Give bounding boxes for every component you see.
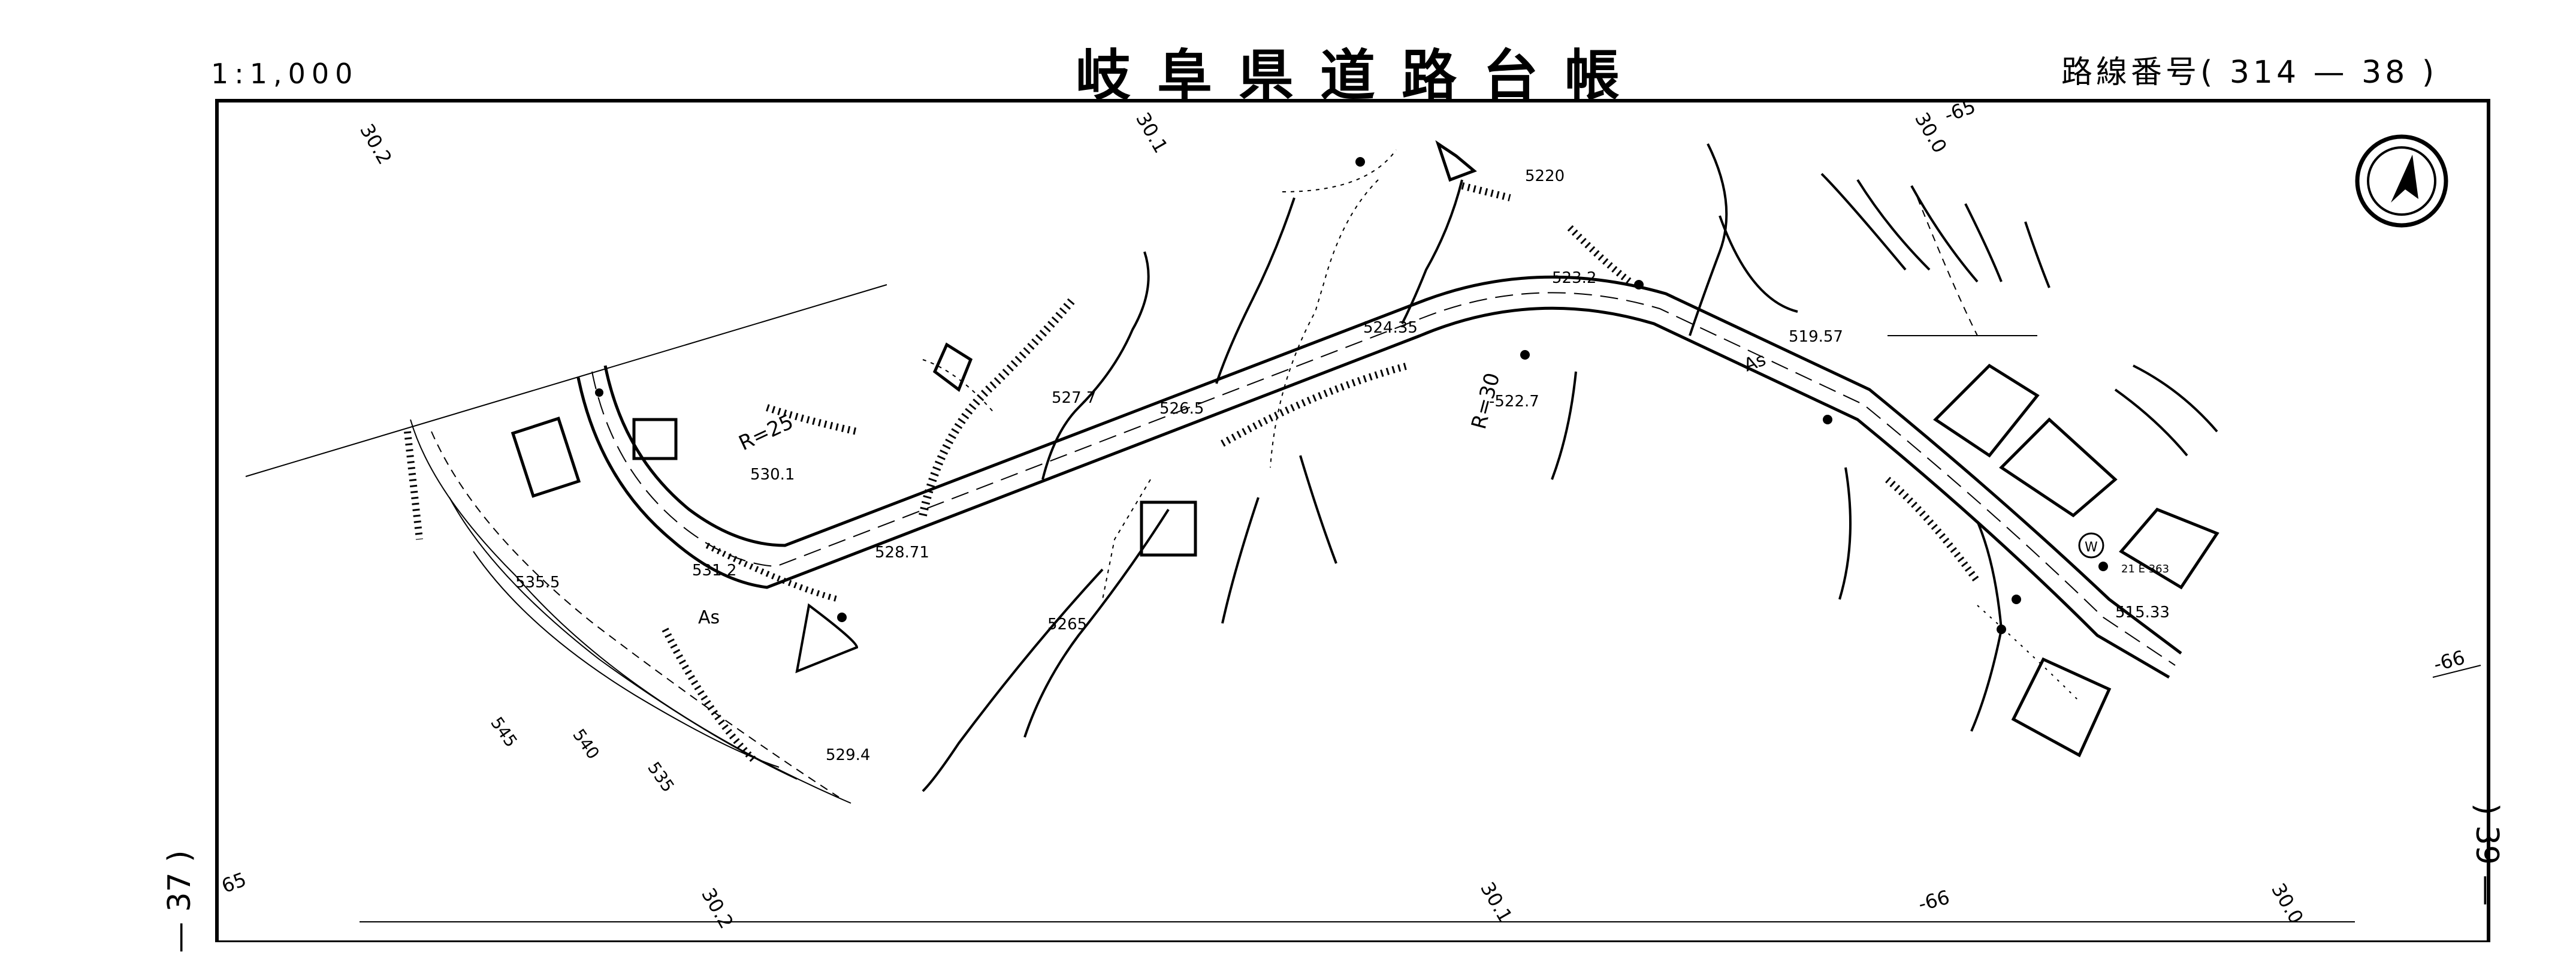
- curve-radius-r25: R=25: [735, 410, 797, 456]
- misc-labels: W 21 E 363: [2085, 540, 2169, 575]
- grid-label-bottom-66: -66: [1916, 885, 1952, 915]
- terrain-lines: [245, 149, 2481, 804]
- elevation-label: 5265: [1047, 616, 1087, 634]
- contour-label-540: 540: [569, 725, 603, 763]
- contour-label-535: 535: [644, 758, 678, 796]
- elevation-label: 526.5: [1159, 400, 1204, 418]
- slope-hachures: [404, 182, 1980, 764]
- buildings: [511, 140, 2219, 758]
- elevation-label: 535.5: [515, 574, 560, 592]
- elevation-label: 515.33: [2115, 604, 2170, 622]
- water-symbol-label: W: [2085, 540, 2098, 555]
- slope-hatching: [922, 143, 2218, 792]
- map-title: 岐阜県道路台帳: [1076, 44, 1647, 108]
- building-reference: 21 E 363: [2121, 563, 2169, 575]
- grid-label-bottom-300: 30.0: [2267, 879, 2308, 928]
- road-alignment: [576, 275, 2182, 679]
- map-scale: 1:1,000: [211, 58, 359, 90]
- grid-label-bottom-302: 30.2: [697, 884, 738, 933]
- elevation-label: 523.2: [1552, 269, 1596, 287]
- elevation-labels: 5220 523.2 524.35 519.57 527.7 526.5 -52…: [515, 167, 2170, 764]
- grid-label-left-65: 65: [219, 868, 249, 898]
- curve-labels: R=25 R=30: [735, 370, 1505, 456]
- elevation-label: 528.71: [875, 544, 929, 562]
- map-frame: [215, 99, 2490, 942]
- contour-label-545: 545: [487, 713, 521, 751]
- pavement-mark: As: [1741, 349, 1769, 376]
- elevation-label: 531.2: [692, 562, 736, 580]
- elevation-label: 530.1: [750, 466, 795, 484]
- grid-label-top-302: 30.2: [355, 120, 397, 168]
- elevation-label: -522.7: [1489, 393, 1539, 411]
- grid-label-top-301: 30.1: [1131, 108, 1173, 157]
- elevation-label: 524.35: [1363, 319, 1418, 337]
- elevation-label: 519.57: [1789, 328, 1843, 346]
- utility-points: [595, 157, 2108, 634]
- grid-labels: 30.2 30.1 30.0 -65 30.2 30.1 30.0 -66 65…: [219, 95, 2468, 933]
- grid-label-bottom-301: 30.1: [1476, 878, 1517, 927]
- contour-labels: 545 540 535: [487, 713, 678, 796]
- elevation-label: 5220: [1525, 167, 1565, 185]
- grid-label-right-66: -66: [2431, 646, 2467, 675]
- compass-north-arrow: [2355, 134, 2448, 228]
- pavement-mark: As: [698, 607, 720, 628]
- elevation-label: 527.7: [1052, 389, 1096, 407]
- elevation-label: 529.4: [826, 746, 870, 764]
- route-number: 路線番号( 314 — 38 ): [2061, 55, 2438, 91]
